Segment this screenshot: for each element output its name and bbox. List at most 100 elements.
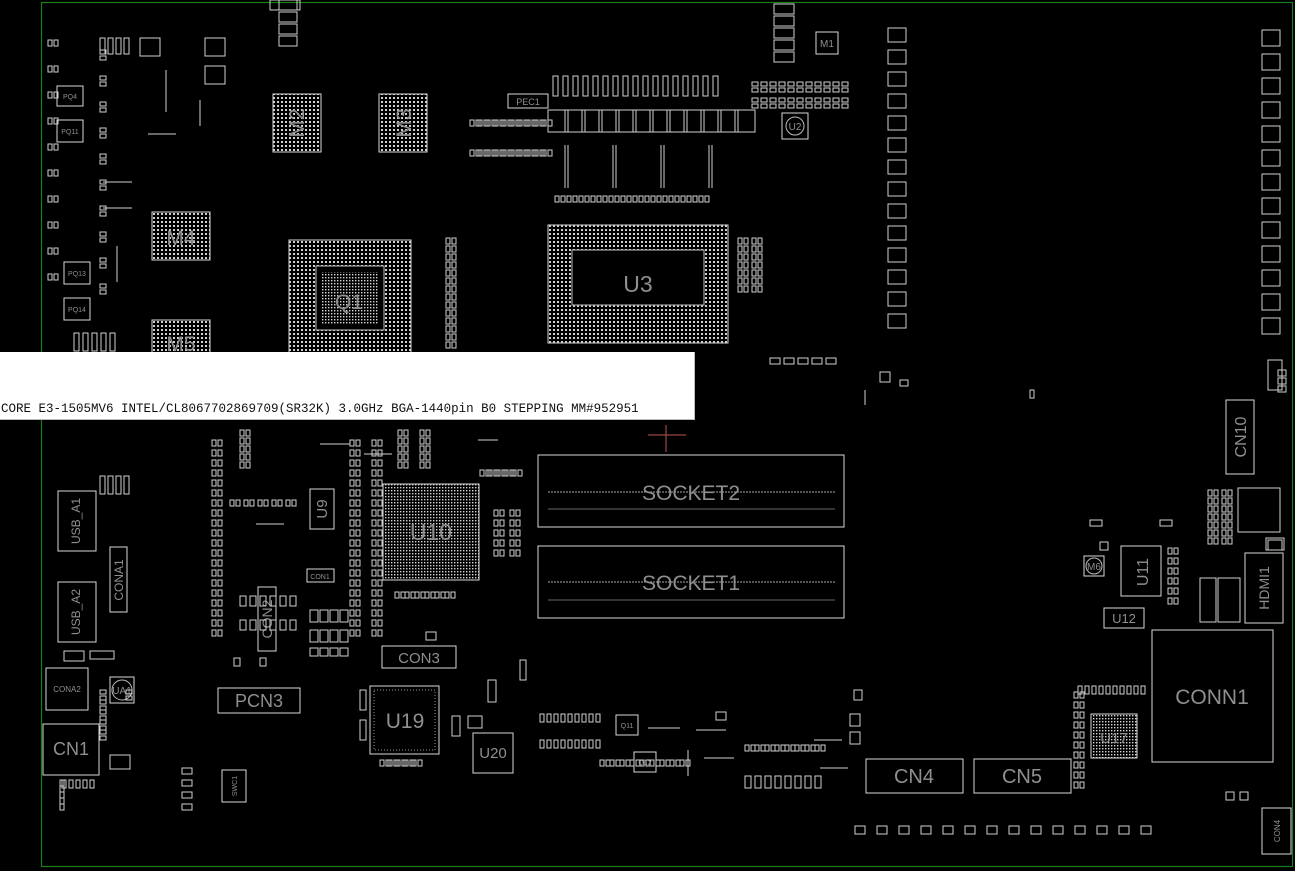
smd-part	[1173, 597, 1179, 605]
smd-part	[796, 87, 804, 93]
smd-part	[764, 775, 772, 789]
smd-part	[485, 119, 491, 127]
smd-part	[1091, 685, 1097, 695]
smd-part	[787, 81, 795, 87]
smd-part	[737, 253, 743, 261]
smd-part	[445, 333, 451, 341]
component-pcn3[interactable]: PCN3	[217, 687, 301, 714]
component-m4[interactable]: M4	[151, 211, 211, 261]
smd-part	[217, 469, 223, 477]
component-u3[interactable]: U3	[547, 224, 729, 344]
component-pq4[interactable]: PQ4	[56, 85, 84, 107]
smd-part	[773, 3, 795, 15]
smd-part	[371, 469, 377, 477]
smd-part	[397, 437, 403, 445]
smd-part	[602, 195, 608, 203]
smd-part	[355, 549, 361, 557]
smd-part	[371, 579, 377, 587]
component-cn4[interactable]: CN4	[865, 758, 964, 794]
smd-part	[217, 489, 223, 497]
component-u17[interactable]: U17	[1090, 713, 1138, 759]
smd-part	[899, 379, 909, 387]
component-m1[interactable]: M1	[815, 31, 839, 55]
smd-part	[239, 453, 245, 461]
component-con2[interactable]: CON2	[257, 586, 277, 652]
smd-part	[1221, 513, 1227, 521]
component-con1[interactable]: CON1	[306, 568, 335, 583]
component-hdmi1[interactable]: HDMI1	[1244, 552, 1284, 624]
smd-part	[1217, 577, 1241, 623]
smd-part	[581, 109, 603, 133]
component-cona2[interactable]: CONA2	[45, 667, 89, 711]
smd-part	[430, 591, 436, 599]
component-u10[interactable]: U10	[382, 483, 480, 581]
smd-part	[1227, 537, 1233, 545]
smd-part	[278, 35, 298, 47]
smd-part	[743, 261, 749, 269]
smd-part	[371, 479, 377, 487]
component-swc1[interactable]: SWC1	[221, 769, 247, 803]
smd-part	[662, 195, 668, 203]
smd-part	[1213, 529, 1219, 537]
component-cn10[interactable]: CN10	[1225, 399, 1255, 475]
component-con4[interactable]: CON4	[1261, 807, 1292, 855]
smd-part	[1207, 513, 1213, 521]
smd-part	[355, 539, 361, 547]
component-cn5[interactable]: CN5	[973, 758, 1072, 794]
label-u11: U11	[1135, 558, 1152, 586]
board-outline	[40, 1, 1294, 868]
label-cn5: CN5	[1002, 766, 1042, 788]
component-u12[interactable]: U12	[1103, 607, 1145, 629]
component-u19[interactable]: U19	[369, 685, 440, 755]
smd-part	[377, 499, 383, 507]
component-pec1[interactable]: PEC1	[507, 93, 549, 109]
smd-part	[794, 744, 800, 752]
smd-part	[509, 119, 515, 127]
smd-part	[615, 109, 637, 133]
smd-part	[1277, 369, 1287, 377]
smd-part	[700, 109, 722, 133]
component-pq13[interactable]: PQ13	[63, 261, 91, 285]
smd-part	[451, 245, 457, 253]
smd-part	[355, 449, 361, 457]
smd-part	[493, 119, 499, 127]
component-m6[interactable]: M6	[1083, 555, 1105, 577]
component-q12[interactable]: Q12	[633, 751, 657, 773]
component-pq14[interactable]: PQ14	[63, 297, 91, 321]
component-m2[interactable]: M2	[272, 93, 322, 153]
component-conn1[interactable]: CONN1	[1151, 629, 1274, 763]
smd-part	[832, 81, 840, 87]
component-u9[interactable]: U9	[309, 488, 335, 530]
smd-part	[757, 277, 763, 285]
smd-part	[355, 559, 361, 567]
smd-part	[269, 595, 277, 607]
component-socket2[interactable]: SOCKET2	[537, 454, 845, 528]
component-socket1[interactable]: SOCKET1	[537, 545, 845, 619]
smd-part	[217, 439, 223, 447]
smd-part	[395, 759, 401, 767]
component-pq11[interactable]: PQ11	[56, 119, 84, 143]
component-cona1[interactable]: CONA1	[109, 546, 128, 613]
component-m3[interactable]: M3	[378, 93, 428, 153]
component-q1[interactable]: Q1	[288, 239, 412, 355]
smd-part	[349, 609, 355, 617]
smd-part	[53, 195, 59, 203]
component-q11[interactable]: Q11	[615, 714, 639, 736]
smd-part	[47, 221, 53, 229]
component-cn1[interactable]: CN1	[42, 723, 100, 776]
component-usb-a1[interactable]: USB_A1	[57, 490, 97, 552]
smd-part	[552, 75, 559, 97]
component-u11[interactable]: U11	[1120, 545, 1162, 597]
component-usb-a2[interactable]: USB_A2	[57, 581, 97, 643]
smd-part	[99, 263, 107, 269]
component-con3[interactable]: CON3	[381, 645, 457, 669]
smd-part	[581, 713, 587, 723]
component-m5[interactable]: M5	[151, 319, 211, 356]
component-u20[interactable]: U20	[472, 732, 514, 774]
smd-part	[349, 489, 355, 497]
smd-part	[564, 109, 586, 133]
smd-part	[445, 341, 451, 349]
smd-part	[495, 469, 501, 477]
component-u2[interactable]: U2	[781, 112, 809, 140]
